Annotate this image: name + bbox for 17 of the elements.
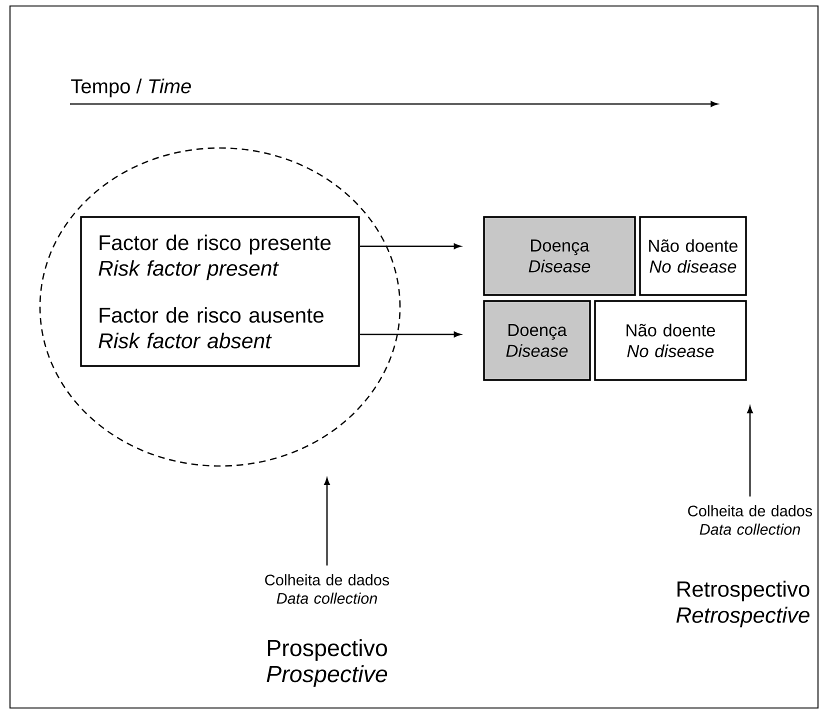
arrow (360, 332, 461, 338)
axis-label: Tempo / Time (71, 78, 191, 98)
dashed-circle (39, 147, 401, 467)
study-type-label: Retrospectivo (678, 580, 810, 602)
arrow (324, 478, 330, 566)
no-disease-box: Não doente No disease (594, 300, 747, 381)
arrow (360, 243, 461, 250)
no-disease-box: Não doente No disease (639, 216, 747, 296)
study-type-label: Prospectivo (268, 639, 387, 661)
disease-box: Doença Disease (483, 300, 591, 381)
study-type-label: Retrospective (676, 606, 810, 628)
arrow (747, 406, 753, 496)
caption-text: Colheita de dados Data collection (265, 574, 390, 604)
caption-text: Colheita de dados Data collection (688, 505, 812, 535)
risk-factor-box: Factor de risco presente Risk factor present Factor de risco ausente Risk factor absent (80, 216, 360, 367)
study-type-label: Prospective (266, 665, 388, 687)
disease-box: Doença Disease (483, 216, 636, 296)
